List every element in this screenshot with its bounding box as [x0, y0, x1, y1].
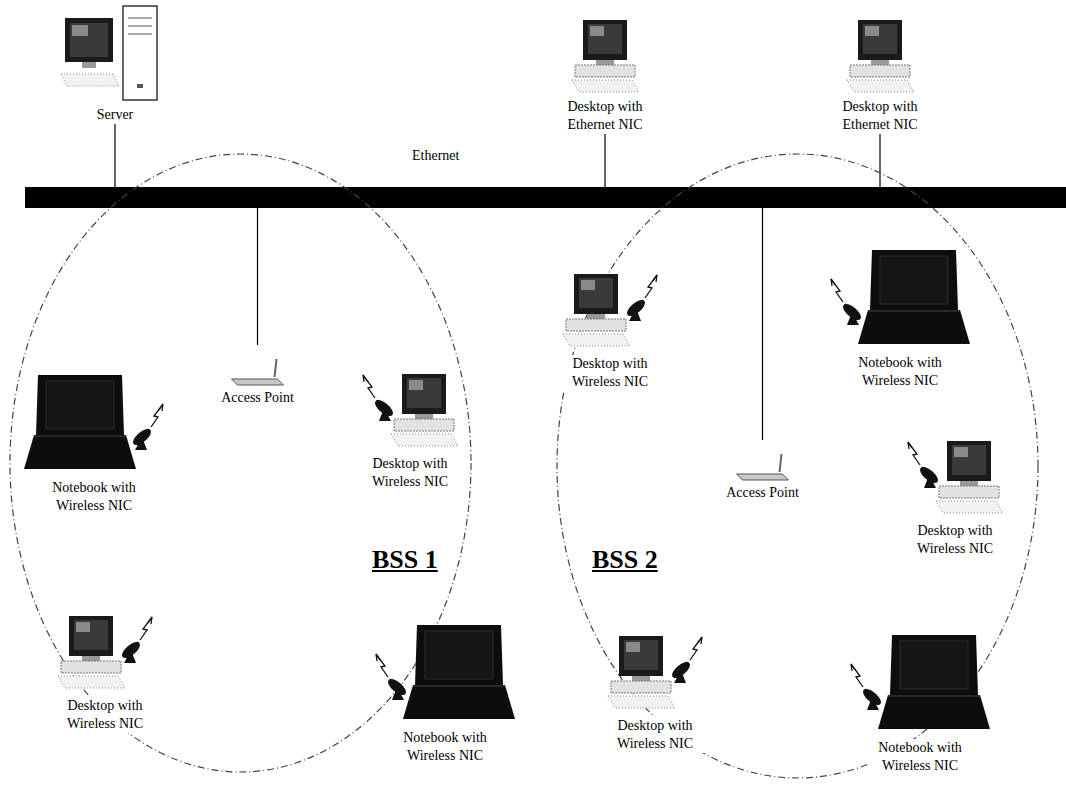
notebook-device: Notebook with Wireless NIC — [820, 625, 1020, 775]
notebook-device: Notebook with Wireless NIC — [800, 240, 1000, 390]
network-cable — [114, 124, 115, 187]
laptop-icon — [820, 625, 1020, 737]
device-label: Notebook with Wireless NIC — [42, 479, 146, 515]
pc-icon — [545, 4, 665, 96]
ap-icon — [200, 345, 315, 387]
device-label: Desktop with Ethernet NIC — [553, 98, 657, 134]
server-icon — [55, 4, 175, 104]
device-label: Desktop with Wireless NIC — [358, 455, 462, 491]
access-point: Access Point — [200, 345, 315, 407]
device-label: Server — [63, 106, 167, 124]
laptop-icon — [360, 615, 530, 727]
device-label: Desktop with Wireless NIC — [53, 697, 157, 733]
pc-icon — [340, 358, 480, 453]
pc-icon — [880, 425, 1030, 520]
device-label: Access Point — [711, 484, 815, 502]
network-cable — [879, 134, 880, 187]
network-cable — [257, 208, 258, 345]
network-cable — [604, 134, 605, 187]
device-label: Desktop with Wireless NIC — [558, 355, 662, 391]
notebook-device: Notebook with Wireless NIC — [4, 365, 184, 515]
bss-region: BSS 2 Desktop with Wireless NIC Notebook w… — [555, 152, 1040, 780]
pc-icon — [580, 620, 730, 715]
ap-icon — [705, 440, 820, 482]
bss-region: BSS 1 Notebook with Wireless NIC Access Po… — [8, 152, 473, 774]
desktop-device: Desktop with Wireless NIC — [540, 258, 680, 391]
device-label: Desktop with Wireless NIC — [903, 522, 1007, 558]
server-device: Server — [55, 4, 175, 124]
device-label: Notebook with Wireless NIC — [393, 729, 497, 765]
device-label: Access Point — [206, 389, 310, 407]
laptop-icon — [800, 240, 1000, 352]
bus-label: Ethernet — [410, 147, 461, 165]
desktop-device: Desktop with Wireless NIC — [340, 358, 480, 491]
pc-icon — [820, 4, 940, 96]
desktop-device: Desktop with Wireless NIC — [580, 620, 730, 753]
desktop-device: Desktop with Wireless NIC — [30, 600, 180, 733]
bss-name: BSS 1 — [370, 545, 440, 575]
desktop-device: Desktop with Wireless NIC — [880, 425, 1030, 558]
desktop-device: Desktop with Ethernet NIC — [545, 4, 665, 134]
pc-icon — [30, 600, 180, 695]
bss-name: BSS 2 — [590, 545, 660, 575]
device-label: Desktop with Wireless NIC — [603, 717, 707, 753]
notebook-device: Notebook with Wireless NIC — [360, 615, 530, 765]
ethernet-bus: Ethernet — [25, 187, 1066, 208]
device-label: Notebook with Wireless NIC — [848, 354, 952, 390]
pc-icon — [540, 258, 680, 353]
device-label: Desktop with Ethernet NIC — [828, 98, 932, 134]
network-cable — [762, 208, 763, 440]
desktop-device: Desktop with Ethernet NIC — [820, 4, 940, 134]
device-label: Notebook with Wireless NIC — [868, 739, 972, 775]
laptop-icon — [4, 365, 184, 477]
access-point: Access Point — [705, 440, 820, 502]
